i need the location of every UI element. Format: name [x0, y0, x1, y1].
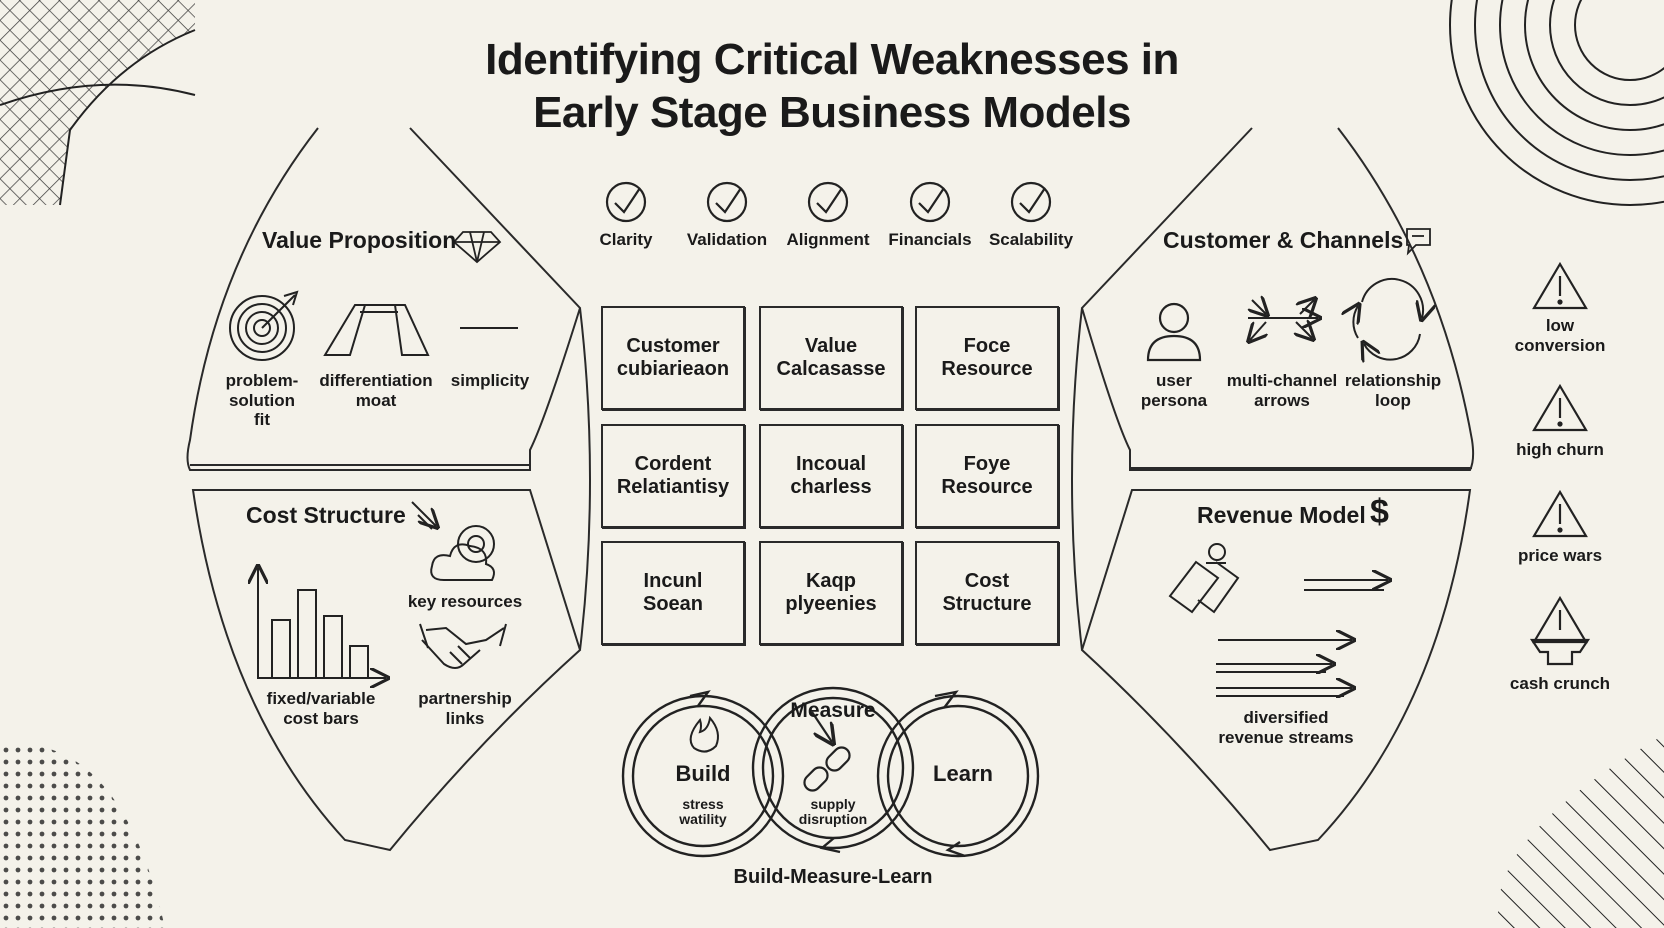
cc-label-multi-channel: multi-channel arrows: [1226, 371, 1338, 410]
cc-label-relationship-loop: relationship loop: [1344, 371, 1442, 410]
grid-cell-2: Value Calcasasse: [759, 306, 903, 410]
grid-cell-3: Foce Resource: [915, 306, 1059, 410]
check-label-validation: Validation: [686, 230, 768, 249]
gear-cloud-icon: [430, 525, 495, 581]
revenue-streams-label: diversified revenue streams: [1218, 708, 1354, 747]
right-panel-outline: [1080, 127, 1475, 852]
cost-structure-heading: Cost Structure: [246, 502, 406, 528]
warning-label-high-churn: high churn: [1516, 440, 1604, 459]
measure-label: Measure: [790, 699, 876, 722]
dollar-icon: $: [1370, 493, 1389, 531]
grid-cell-6: Foye Resource: [915, 424, 1059, 528]
person-icon: [1146, 302, 1202, 362]
warning-label-price-wars: price wars: [1517, 546, 1603, 565]
cc-label-user-persona: user persona: [1140, 371, 1208, 410]
target-icon: [229, 290, 299, 361]
cost-bars-icon: [258, 568, 386, 678]
arrows-icon: [1248, 300, 1318, 340]
grid-cell-9: Cost Structure: [915, 541, 1059, 645]
partnership-links-label: partnership links: [418, 689, 512, 728]
vp-label-simplicity: simplicity: [450, 371, 530, 390]
warning-icons: [1529, 261, 1591, 666]
center-divider-right: [1071, 307, 1083, 651]
broken-chain-icon: [803, 711, 851, 792]
concentric-rings-decoration: [1449, 0, 1664, 206]
vp-label-problem-solution-fit: problem- solution fit: [225, 371, 299, 430]
cost-bars-label: fixed/variable cost bars: [266, 689, 376, 728]
left-panel-outline: [186, 127, 582, 852]
speech-bubble-icon: [1406, 228, 1431, 256]
grid-cell-7: Incunl Soean: [601, 541, 745, 645]
title-line-2: Early Stage Business Models: [533, 87, 1131, 137]
check-label-clarity: Clarity: [599, 230, 653, 249]
hatched-decoration: [0, 0, 196, 206]
value-proposition-heading: Value Proposition: [262, 227, 457, 253]
trend-down-icon: [411, 501, 436, 529]
dots-decoration: [0, 743, 165, 928]
warning-label-low-conversion: low conversion: [1514, 316, 1606, 355]
learn-label: Learn: [933, 761, 993, 786]
key-resources-label: key resources: [407, 592, 523, 611]
page-title: Identifying Critical Weaknesses in Early…: [332, 34, 1332, 140]
title-line-1: Identifying Critical Weaknesses in: [485, 35, 1179, 84]
check-label-scalability: Scalability: [988, 230, 1074, 249]
grid-cell-8: Kaqp plyeenies: [759, 541, 903, 645]
grid-cell-4: Cordent Relatiantisy: [601, 424, 745, 528]
bml-caption: Build-Measure-Learn: [733, 866, 933, 888]
loop-icon: [1353, 277, 1423, 360]
grid-cell-1: Customer cubiarieaon: [601, 306, 745, 410]
diamond-icon: [452, 231, 502, 264]
flame-icon: [689, 715, 719, 753]
grid-cell-5: Incoual charless: [759, 424, 903, 528]
handshake-icon: [419, 623, 507, 669]
build-label: Build: [675, 761, 731, 786]
measure-sub-label: supply disruption: [798, 796, 868, 828]
check-label-alignment: Alignment: [786, 230, 870, 249]
warning-label-cash-crunch: cash crunch: [1509, 674, 1611, 693]
diagonal-lines-decoration: [1498, 735, 1664, 928]
center-divider: [579, 307, 591, 651]
price-tags-icon: [1168, 543, 1240, 614]
revenue-model-heading: Revenue Model: [1197, 502, 1366, 528]
build-sub-label: stress watility: [679, 796, 727, 828]
check-icons: [605, 181, 1052, 223]
vp-label-differentiation-moat: differentiation moat: [319, 371, 433, 410]
revenue-arrows-icon: [1216, 580, 1388, 696]
check-label-financials: Financials: [888, 230, 972, 249]
customer-channels-heading: Customer & Channels: [1163, 227, 1404, 253]
moat-icon: [323, 304, 430, 356]
bml-cycle-icon: [621, 686, 1040, 858]
